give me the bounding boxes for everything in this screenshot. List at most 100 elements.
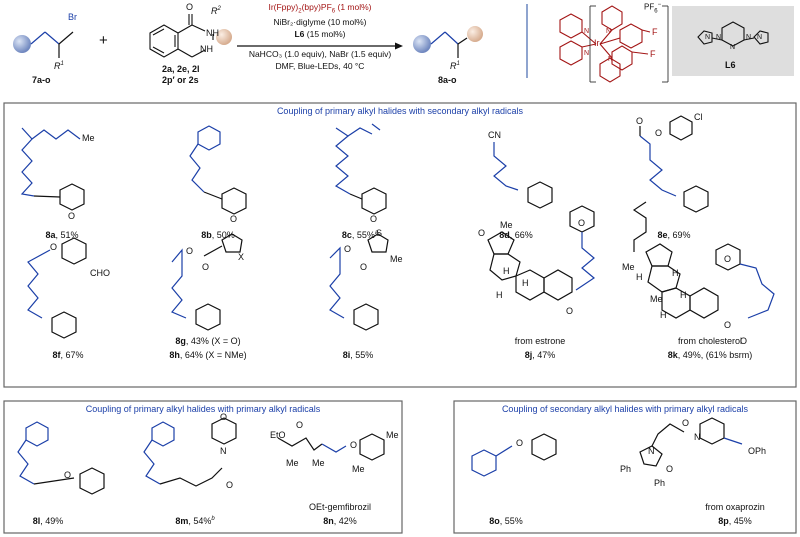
caption-8o: 8o, 55% xyxy=(489,516,523,526)
reactant-2-label-1: 2a, 2e, 2l xyxy=(162,64,200,74)
caption-8k: 8k, 49%, (61% bsrm) xyxy=(667,350,753,360)
8o-o: O xyxy=(516,438,524,448)
section1-box xyxy=(3,102,797,388)
reactant-2-label-2: 2p′ or 2s xyxy=(162,75,199,85)
product-label: 8a-o xyxy=(438,75,457,85)
note-8p: from oxaprozin xyxy=(705,502,765,512)
section3-box xyxy=(453,400,797,534)
conditions-block: Ir(Fppy)2(bpy)PF6 (1 mol%) NiBr₂·diglyme… xyxy=(240,2,400,71)
8p-o2: O xyxy=(666,464,674,474)
reactant-7-label: 7a-o xyxy=(32,75,51,85)
8j-o1: O xyxy=(478,228,486,238)
mol-8j xyxy=(487,205,596,301)
mol-8c xyxy=(334,123,387,215)
caption-8e: 8e, 69% xyxy=(657,230,691,240)
mol-8g xyxy=(171,233,243,331)
caption-8i: 8i, 55% xyxy=(342,350,374,360)
8n-me3: Me xyxy=(386,430,399,440)
8k-o1: O xyxy=(724,254,732,264)
product-r1: R1 xyxy=(450,61,460,71)
8e-o2: O xyxy=(655,128,663,138)
reactant-2-nh2: NH xyxy=(200,44,213,54)
ir-n-3: N xyxy=(606,28,612,35)
reactant-2-r2: R2 xyxy=(211,6,221,16)
ir-counterion: PF6− xyxy=(644,2,662,15)
8i-me: Me xyxy=(390,254,403,264)
ir-n-1: N xyxy=(584,28,590,35)
caption-8n: 8n, 42% xyxy=(323,516,357,526)
8k-me1: Me xyxy=(622,262,635,272)
8a-o: O xyxy=(68,211,76,221)
8p-ph1: Ph xyxy=(620,464,632,474)
mol-8d xyxy=(493,142,553,209)
8f-cho: CHO xyxy=(90,268,110,278)
ir-f-1: F xyxy=(652,27,658,37)
mol-8p xyxy=(639,417,743,467)
caption-8d: 8d, 66% xyxy=(499,230,533,240)
complex-bracket xyxy=(589,5,669,83)
8e-cl: Cl xyxy=(694,112,703,122)
caption-8j: 8j, 47% xyxy=(524,350,556,360)
solvent-text: DMF, Blue-LEDs, 40 °C xyxy=(275,60,365,71)
nickel-text: NiBr₂·diglyme (10 mol%) xyxy=(273,16,367,27)
l6-n-2: N xyxy=(716,34,722,41)
reactant-2-structure xyxy=(149,14,232,58)
8m-n: N xyxy=(220,446,227,456)
8b-o: O xyxy=(230,214,238,224)
mol-8o xyxy=(471,433,557,477)
8n-me4: Me xyxy=(352,464,365,474)
blue-sphere-icon xyxy=(13,35,31,53)
section2-title: Coupling of primary alkyl halides with p… xyxy=(85,404,321,414)
section3-title: Coupling of secondary alkyl halides with… xyxy=(501,404,749,414)
reactant-7-structure xyxy=(13,31,74,58)
mol-8l xyxy=(17,421,105,495)
8n-me1: Me xyxy=(286,458,299,468)
mol-8e xyxy=(639,115,709,213)
8j-h1: H xyxy=(503,266,510,276)
8l-o: O xyxy=(64,470,72,480)
8k-me2: Me xyxy=(650,294,663,304)
8j-h3: H xyxy=(496,290,503,300)
8g-o2: O xyxy=(202,262,210,272)
8k-h3: H xyxy=(680,290,687,300)
l6-n-3: N xyxy=(730,44,736,51)
ligand-text: L6 (15 mol%) xyxy=(294,28,346,39)
8k-o2: O xyxy=(724,320,732,330)
caption-8m: 8m, 54%b xyxy=(175,516,215,526)
8j-o3: O xyxy=(566,306,574,316)
mol-8m xyxy=(143,417,237,487)
8i-o2: O xyxy=(360,262,368,272)
8k-h2: H xyxy=(672,268,679,278)
ligand-label: L6 xyxy=(725,60,736,70)
8m-o2: O xyxy=(226,480,234,490)
mol-8f xyxy=(27,237,87,339)
8f-o: O xyxy=(50,242,58,252)
mol-8a xyxy=(20,127,85,211)
mol-8b xyxy=(189,125,247,215)
reactant-7-r1: R1 xyxy=(54,61,64,71)
8p-n1: N xyxy=(694,432,701,442)
8k-h1: H xyxy=(636,272,643,282)
8p-n2: N xyxy=(648,446,655,456)
8j-me: Me xyxy=(500,220,513,230)
8j-h2: H xyxy=(522,278,529,288)
ir-complex-structure xyxy=(559,5,651,83)
caption-8c: 8c, 55%a xyxy=(341,230,379,240)
8j-o2: O xyxy=(578,218,586,228)
8i-o1: O xyxy=(344,244,352,254)
caption-8b: 8b, 50% xyxy=(201,230,235,240)
plus-sign: + xyxy=(99,32,108,49)
mol-8k xyxy=(632,201,775,319)
reactant-7-br: Br xyxy=(68,12,77,22)
peach-sphere-icon xyxy=(216,29,232,45)
l6-n-5: N xyxy=(757,34,763,41)
8c-o: O xyxy=(370,214,378,224)
caption-8g: 8g, 43% (X = O) xyxy=(175,336,241,346)
8e-o1: O xyxy=(636,116,644,126)
8n-o2: O xyxy=(350,440,358,450)
note-8k: from cholesterol xyxy=(677,336,743,346)
l6-n-4: N xyxy=(746,34,752,41)
ligand-box xyxy=(672,6,794,76)
8m-o1: O xyxy=(220,412,228,422)
